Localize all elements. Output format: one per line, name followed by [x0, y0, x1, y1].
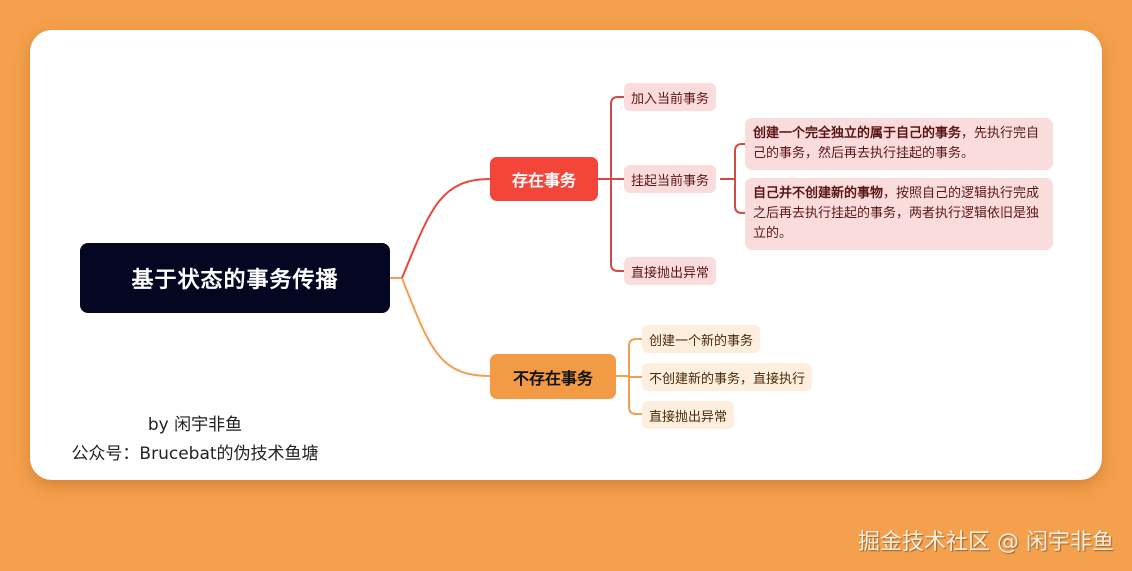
leaf-execute-directly[interactable]: 不创建新的事务，直接执行	[642, 363, 813, 391]
branch-exists-transaction[interactable]: 存在事务	[490, 157, 598, 201]
leaf-join-current[interactable]: 加入当前事务	[624, 83, 717, 111]
author-credit: by 闲宇非鱼	[147, 415, 243, 435]
desc-text: ，先执行完自己的事务，然后再去执行挂起的事务。	[753, 126, 1040, 161]
desc-bold: 创建一个完全独立的属于自己的事务	[753, 126, 962, 141]
leaf-label: 直接抛出异常	[649, 409, 728, 425]
root-node[interactable]: 基于状态的事务传播	[80, 243, 390, 313]
leaf-throw-exception-2[interactable]: 直接抛出异常	[642, 401, 735, 429]
desc-text: ，按照自己的逻辑执行完成之后再去执行挂起的事务，两者执行逻辑依旧是独立的。	[753, 186, 1040, 241]
branch-label: 存在事务	[511, 171, 576, 190]
desc-no-new-transaction[interactable]: 自己并不创建新的事物，按照自己的逻辑执行完成之后再去执行挂起的事务，两者执行逻辑…	[745, 178, 1053, 250]
root-label: 基于状态的事务传播	[131, 268, 339, 293]
leaf-throw-exception[interactable]: 直接抛出异常	[624, 257, 717, 285]
leaf-label: 创建一个新的事务	[649, 333, 754, 349]
desc-bold: 自己并不创建新的事物	[753, 186, 884, 201]
branch-label: 不存在事务	[512, 368, 593, 388]
account-credit: 公众号：Brucebat的伪技术鱼塘	[71, 444, 319, 464]
desc-independent-transaction[interactable]: 创建一个完全独立的属于自己的事务，先执行完自己的事务，然后再去执行挂起的事务。	[745, 118, 1053, 170]
leaf-label: 直接抛出异常	[631, 265, 710, 281]
leaf-create-new[interactable]: 创建一个新的事务	[642, 325, 761, 353]
leaf-label: 不创建新的事务，直接执行	[649, 371, 806, 387]
leaf-suspend-current[interactable]: 挂起当前事务	[624, 165, 717, 193]
branch-no-transaction[interactable]: 不存在事务	[490, 354, 616, 399]
leaf-label: 挂起当前事务	[631, 173, 710, 189]
leaf-label: 加入当前事务	[631, 91, 710, 107]
watermark: 掘金技术社区 @ 闲宇非鱼	[858, 530, 1114, 555]
